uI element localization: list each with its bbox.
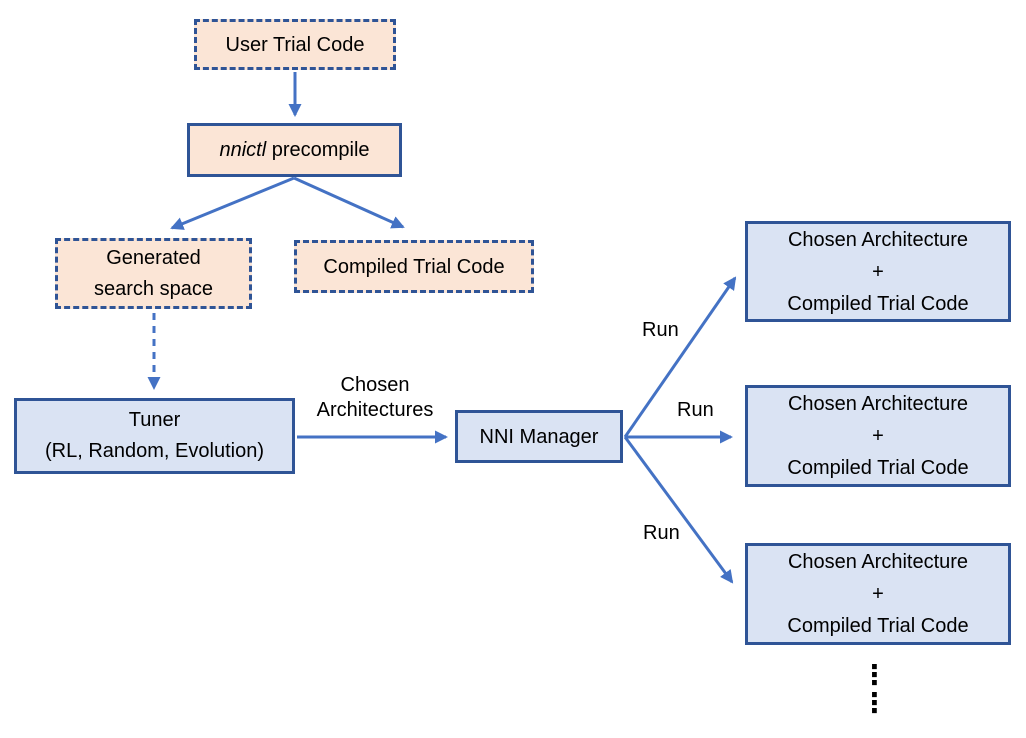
run-label-3: Run	[643, 522, 680, 544]
box-user-trial-code: User Trial Code	[194, 19, 396, 70]
trial-1-plus: +	[872, 260, 884, 283]
tuner-line1: Tuner	[128, 409, 181, 431]
run-label-1: Run	[642, 319, 679, 341]
vertical-ellipsis-glyph: ⋮	[861, 687, 888, 718]
vertical-ellipsis-glyph: ⋮	[861, 660, 888, 690]
trial-3-line1: Chosen Architecture	[787, 551, 969, 573]
continuation-ellipsis: ⋮ ⋮	[861, 660, 888, 718]
trial-3-plus: +	[872, 583, 884, 605]
compiled-trial-code-label: Compiled Trial Code	[323, 255, 505, 278]
generated-search-space-line1: Generated	[106, 246, 201, 269]
box-nnictl-precompile: nnictl precompile	[187, 123, 402, 177]
nni-manager-label: NNI Manager	[479, 425, 599, 448]
trial-3-line2: Compiled Trial Code	[787, 615, 969, 637]
box-compiled-trial-code: Compiled Trial Code	[294, 240, 534, 293]
tuner-line2: (RL, Random, Evolution)	[45, 440, 264, 462]
chosen-architectures-label: Chosen Architectures	[300, 373, 450, 423]
chosen-architectures-line1: Chosen	[340, 374, 410, 396]
box-generated-search-space: Generated search space	[55, 238, 252, 309]
arrow-precompile-to-compiled-code	[293, 176, 405, 229]
precompile-text: precompile	[266, 139, 370, 161]
box-trial-result-2: Chosen Architecture + Compiled Trial Cod…	[745, 385, 1011, 487]
nnictl-italic-text: nnictl	[219, 139, 267, 161]
box-nnictl-precompile-label: nnictl precompile	[219, 135, 369, 165]
generated-search-space-line2: search space	[94, 277, 213, 300]
chosen-architectures-line2: Architectures	[316, 399, 434, 421]
box-nni-manager: NNI Manager	[455, 410, 623, 463]
arrow-nni-to-trial-3	[623, 436, 734, 584]
run-label-2: Run	[677, 399, 714, 421]
trial-2-line2: Compiled Trial Code	[787, 457, 969, 479]
trial-1-line2: Compiled Trial Code	[787, 292, 969, 315]
trial-2-plus: +	[872, 425, 884, 447]
arrow-nni-to-trial-1	[623, 276, 737, 438]
box-tuner: Tuner (RL, Random, Evolution)	[14, 398, 295, 474]
arrow-precompile-to-search-space	[170, 176, 295, 230]
trial-2-line1: Chosen Architecture	[787, 393, 969, 415]
box-user-trial-code-label: User Trial Code	[225, 33, 365, 56]
box-trial-result-3: Chosen Architecture + Compiled Trial Cod…	[745, 543, 1011, 645]
trial-1-line1: Chosen Architecture	[787, 228, 969, 251]
box-trial-result-1: Chosen Architecture + Compiled Trial Cod…	[745, 221, 1011, 322]
